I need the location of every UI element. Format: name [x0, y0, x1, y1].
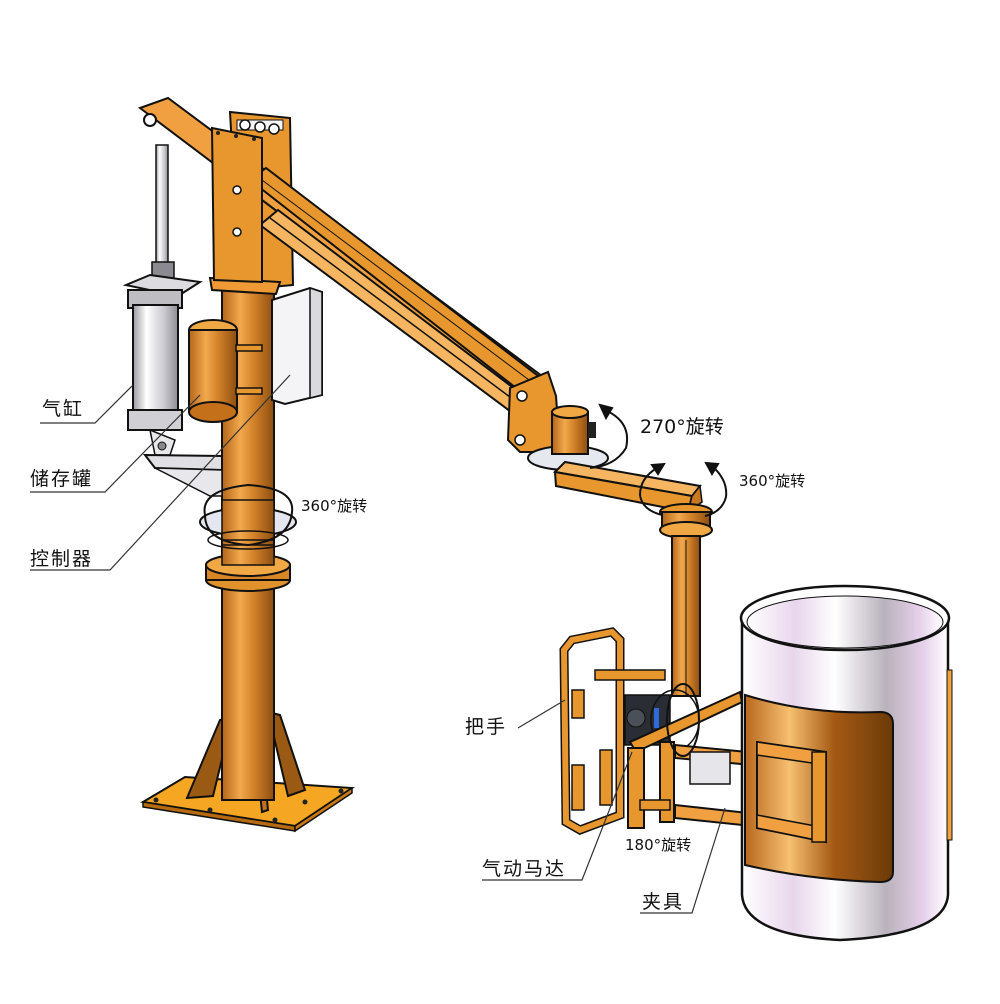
label-column-rotation: 360°旋转 — [301, 497, 368, 515]
label-elbow-rotation: 270°旋转 — [640, 416, 724, 438]
forearm — [552, 460, 703, 514]
leader-lines — [30, 374, 726, 914]
column-rotation-arrow-icon — [203, 483, 294, 547]
elbow-rotation-arrow-icon — [589, 409, 628, 469]
rotation-arrows — [203, 403, 728, 757]
label-cylinder: 气缸 — [42, 398, 85, 420]
handle-frame — [559, 627, 666, 835]
label-air-motor: 气动马达 — [482, 858, 567, 880]
wrist-column — [659, 503, 713, 697]
label-storage-tank: 储存罐 — [30, 468, 94, 490]
main-arm — [137, 96, 552, 422]
wrist-rotation-arrow-left-icon — [638, 467, 663, 516]
column-front-plate — [210, 126, 263, 284]
cylinder-bracket — [142, 453, 223, 497]
pneumatic-cylinder — [122, 144, 203, 456]
label-handle: 把手 — [465, 716, 508, 738]
controller-box — [271, 286, 323, 406]
label-wrist-rotation: 360°旋转 — [739, 472, 806, 490]
elbow-joint — [506, 370, 609, 471]
label-controller: 控制器 — [30, 548, 94, 570]
clamp-frame — [756, 740, 827, 844]
drum — [739, 584, 953, 942]
wrist-rotation-arrow-right-icon — [704, 465, 728, 517]
gripper-rotation-arrow-icon — [666, 683, 700, 757]
label-gripper-rotation: 180°旋转 — [625, 836, 692, 854]
label-clamp: 夹具 — [642, 891, 685, 913]
